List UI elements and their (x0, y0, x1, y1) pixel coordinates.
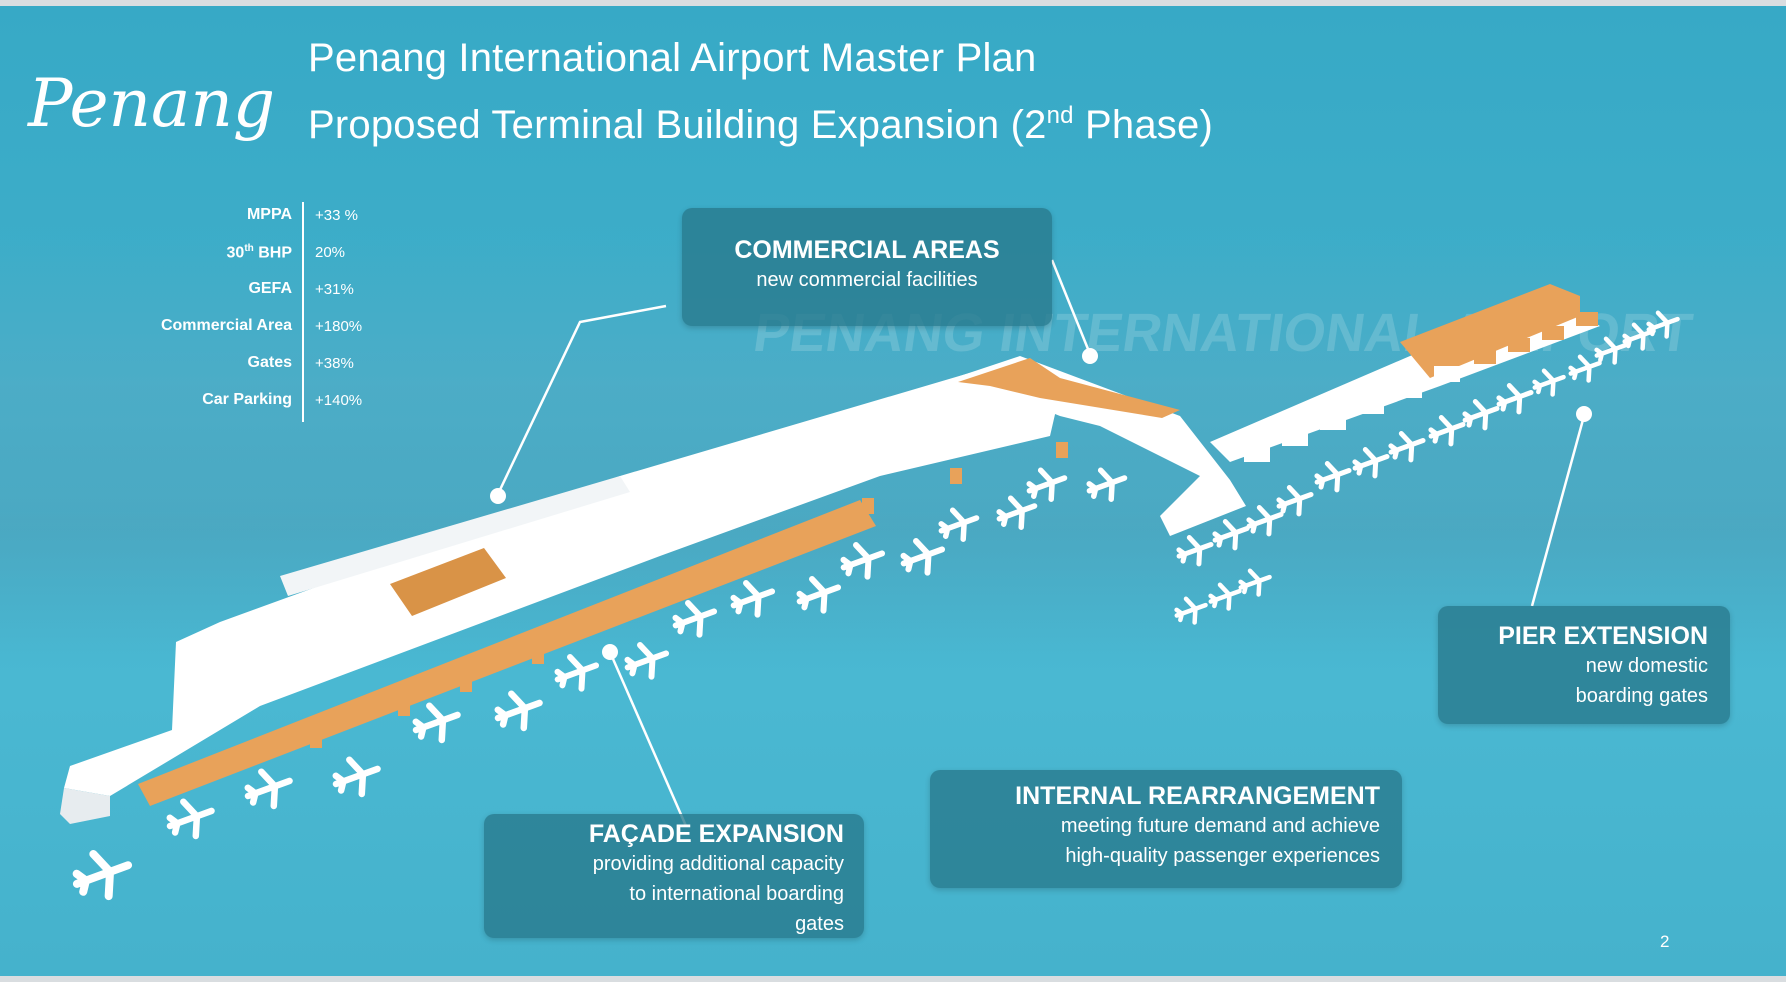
airplane-icon (794, 572, 844, 618)
leader-dot (490, 488, 506, 504)
airplane-icon (1174, 531, 1216, 569)
airplane-icon (622, 638, 672, 684)
airplane-icon (898, 534, 948, 580)
airplane-icon (1024, 464, 1070, 506)
airplane-icon (1530, 365, 1567, 399)
callout-heading: INTERNAL REARRANGEMENT (1015, 782, 1380, 810)
callout-text-line: new domestic (1585, 655, 1708, 677)
callout-text: new commercial facilities (756, 269, 978, 291)
callout-commercial-areas: COMMERCIAL AREAS new commercial faciliti… (682, 208, 1052, 326)
stat-label: GEFA (248, 280, 292, 297)
page-title: Penang International Airport Master Plan (308, 36, 1037, 80)
airplane-icon (1210, 515, 1252, 553)
airplane-icon (936, 504, 982, 546)
logo-wordmark: Penang (27, 65, 272, 142)
airplane-icon (1426, 411, 1468, 449)
leader-dot (1576, 406, 1592, 422)
callout-text-line: gates (795, 913, 844, 935)
page-subtitle: Proposed Terminal Building Expansion (2n… (308, 102, 1213, 148)
leader-line-commercial-right (1050, 259, 1092, 355)
airplane-icon (1172, 593, 1209, 627)
roof-step (280, 476, 630, 596)
pier-extension-block (1400, 284, 1580, 378)
pier-gate-blocks (1244, 366, 1460, 462)
stat-value: +33 % (315, 207, 358, 224)
stat-label: Gates (247, 354, 292, 371)
leader-dot (1082, 348, 1098, 364)
stat-label: Car Parking (202, 391, 292, 408)
facade-expansion-strip (138, 500, 876, 806)
penang-logo: Penang (27, 65, 272, 142)
stat-label: 30th BHP (32, 243, 292, 262)
airplane-icon (242, 764, 296, 813)
callout-heading: PIER EXTENSION (1498, 622, 1708, 650)
stat-value: +180% (315, 318, 363, 335)
callout-heading: FAÇADE EXPANSION (588, 820, 844, 848)
pier-orange-gates (1474, 312, 1598, 364)
stat-label-sup: th (244, 243, 254, 254)
leader-dot (602, 644, 618, 660)
callout-text-line: meeting future demand and achieve (1060, 815, 1380, 837)
airplane-icon (410, 698, 464, 747)
terminal-roof (64, 364, 1062, 796)
leader-dots (490, 348, 1592, 660)
callout-text-line: high-quality passenger experiences (1065, 845, 1380, 867)
callout-internal-rearrangement: INTERNAL REARRANGEMENT meeting future de… (930, 770, 1402, 888)
subtitle-post: Phase) (1073, 103, 1213, 147)
callout-facade-expansion: FAÇADE EXPANSION providing additional ca… (484, 814, 864, 938)
central-connector (960, 356, 1246, 536)
airplane-icon (552, 650, 602, 696)
airplane-icon (838, 538, 888, 584)
stat-label: MPPA (246, 206, 292, 223)
airplane-icon (330, 752, 384, 801)
airplane-icon (1206, 579, 1243, 613)
airplane-icon (69, 844, 135, 905)
callout-text-line: providing additional capacity (592, 853, 844, 875)
leader-line-facade (608, 651, 688, 827)
leader-line-commercial-left (496, 304, 667, 495)
leader-lines (496, 259, 1586, 827)
terminal-diagram: PENANG INTERNATIONAL AIRPORT (60, 259, 1696, 976)
airplane-icon (728, 576, 778, 622)
callout-pier-extension: PIER EXTENSION new domestic boarding gat… (1438, 606, 1730, 724)
stat-value: 20% (315, 244, 346, 261)
page-number: 2 (1660, 932, 1670, 951)
leader-line-pier (1530, 415, 1586, 607)
stat-value: +31% (315, 281, 354, 298)
airplane-icon (1350, 443, 1392, 481)
slide: PENANG INTERNATIONAL AIRPORT (0, 6, 1786, 976)
callout-text-line: boarding gates (1575, 685, 1708, 707)
commercial-area-block (958, 358, 1180, 418)
stats-divider (302, 202, 304, 422)
airplane-icon (1494, 379, 1536, 417)
airplane-icon (1084, 464, 1130, 506)
airplane-icon (1236, 565, 1273, 599)
facade-gate-stubs (310, 442, 1068, 748)
airplane-icon (492, 686, 546, 735)
stat-label: Commercial Area (160, 317, 292, 334)
stat-label-pre: 30 (226, 244, 245, 262)
callout-heading: COMMERCIAL AREAS (734, 236, 1000, 264)
terminal-side (60, 788, 110, 824)
stat-value: +140% (315, 392, 363, 409)
subtitle-pre: Proposed Terminal Building Expansion (2 (308, 103, 1047, 147)
airplane-icon (1460, 395, 1502, 433)
stat-label-post: BHP (253, 244, 292, 262)
airplane-icon (1386, 427, 1428, 465)
airplane-icon (164, 794, 218, 843)
airplane-icon (1312, 457, 1354, 495)
subtitle-sup: nd (1046, 102, 1074, 129)
rooftop-commercial-block (390, 548, 506, 616)
stat-value: +38% (315, 355, 354, 372)
callout-text-line: to international boarding (629, 883, 844, 905)
